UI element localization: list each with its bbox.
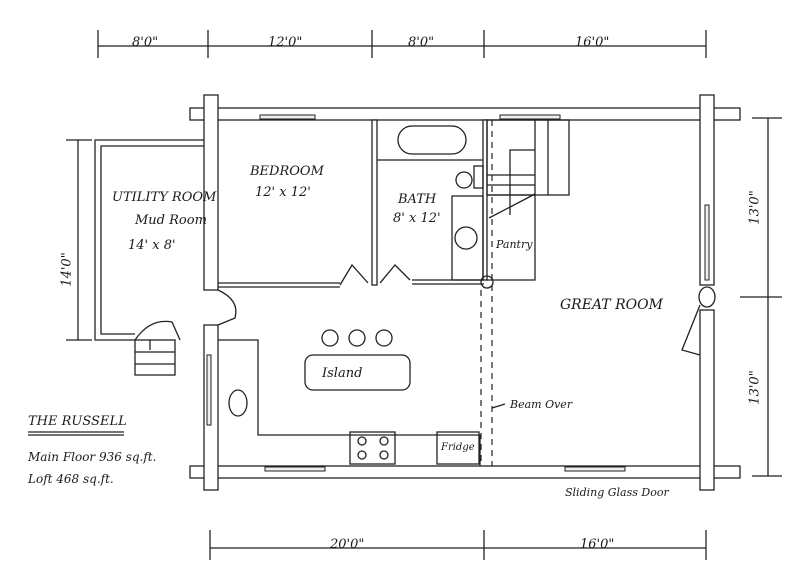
top-dimension-line [97, 30, 707, 58]
bedroom-label: BEDROOM [250, 164, 324, 179]
dim-right-2: 13'0" [747, 370, 763, 405]
dim-top-1: 8'0" [132, 35, 159, 50]
dim-bottom-1: 20'0" [330, 537, 365, 552]
mud-room-label: Mud Room [135, 213, 207, 228]
bath-label: BATH [398, 192, 437, 207]
kitchen [218, 339, 481, 466]
dim-bottom-2: 16'0" [580, 537, 615, 552]
utility-room-size: 14' x 8' [128, 238, 176, 253]
fridge-label: Fridge [441, 442, 475, 453]
island [304, 329, 411, 391]
beam-over-label: Beam Over [510, 398, 573, 411]
dim-left: 14'0" [59, 252, 75, 287]
main-floor-area: Main Floor 936 sq.ft. [28, 450, 157, 464]
dim-top-4: 16'0" [575, 35, 610, 50]
left-dimension-line [66, 139, 92, 341]
dim-top-3: 8'0" [408, 35, 435, 50]
bath-size: 8' x 12' [393, 211, 441, 226]
pantry-label: Pantry [496, 238, 533, 251]
stairs [486, 119, 570, 281]
exterior-walls [189, 94, 741, 491]
great-room-label: GREAT ROOM [560, 297, 663, 313]
interior-walls [218, 119, 494, 289]
dim-top-2: 12'0" [268, 35, 303, 50]
utility-room-walls [94, 139, 205, 376]
right-dimension-line [740, 117, 782, 477]
utility-room-label: UTILITY ROOM [112, 190, 217, 205]
dim-right-1: 13'0" [747, 190, 763, 225]
bedroom-size: 12' x 12' [255, 185, 311, 200]
loft-area: Loft 468 sq.ft. [28, 472, 114, 486]
island-label: Island [322, 366, 363, 381]
bottom-dimension-line [209, 530, 707, 560]
plan-title: THE RUSSELL [28, 414, 127, 429]
sliding-door-label: Sliding Glass Door [565, 486, 669, 499]
